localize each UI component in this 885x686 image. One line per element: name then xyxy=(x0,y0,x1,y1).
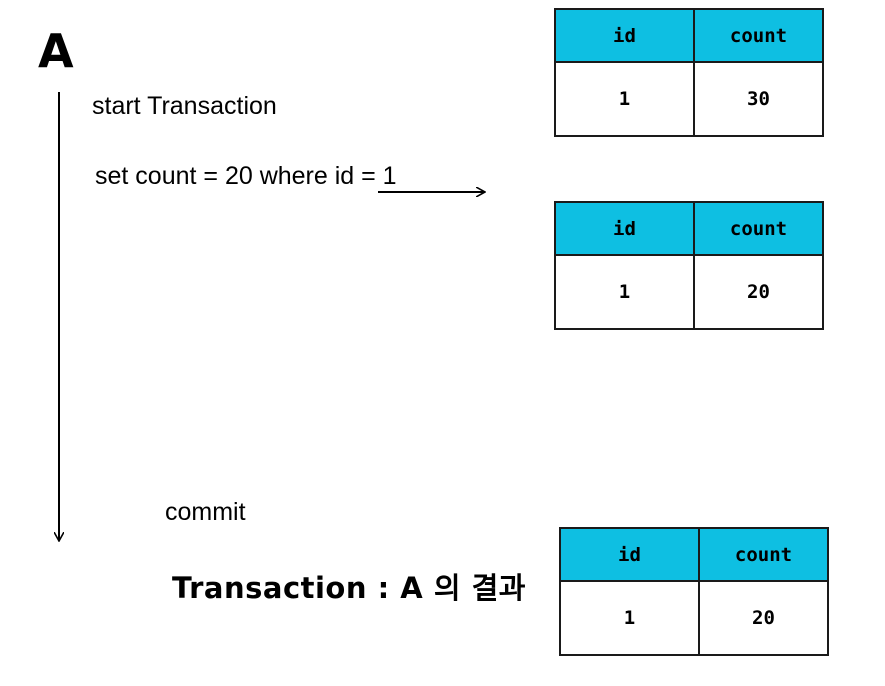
table-after-update: id count 1 20 xyxy=(554,201,824,330)
table-before-update: id count 1 30 xyxy=(554,8,824,137)
table-row: 1 30 xyxy=(554,61,824,137)
table-header-row: id count xyxy=(554,8,824,63)
table-header-row: id count xyxy=(554,201,824,256)
cell-id: 1 xyxy=(554,254,695,330)
commit-step: commit xyxy=(165,498,246,526)
table-row: 1 20 xyxy=(559,580,829,656)
column-header-id: id xyxy=(554,8,695,63)
column-header-id: id xyxy=(559,527,700,582)
table-header-row: id count xyxy=(559,527,829,582)
start-transaction-step: start Transaction xyxy=(92,92,277,120)
table-row: 1 20 xyxy=(554,254,824,330)
cell-id: 1 xyxy=(554,61,695,137)
transaction-result-caption: Transaction : A 의 결과 xyxy=(172,571,526,605)
column-header-count: count xyxy=(693,201,824,256)
cell-count: 20 xyxy=(693,254,824,330)
transaction-actor-label: A xyxy=(38,24,74,78)
cell-id: 1 xyxy=(559,580,700,656)
cell-count: 30 xyxy=(693,61,824,137)
update-statement-step: set count = 20 where id = 1 xyxy=(95,162,397,190)
cell-count: 20 xyxy=(698,580,829,656)
column-header-id: id xyxy=(554,201,695,256)
column-header-count: count xyxy=(693,8,824,63)
column-header-count: count xyxy=(698,527,829,582)
table-committed-result: id count 1 20 xyxy=(559,527,829,656)
